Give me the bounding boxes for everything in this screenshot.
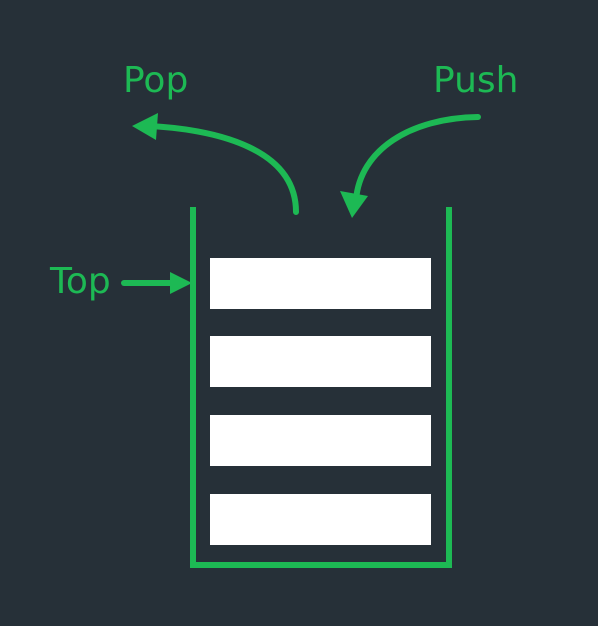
pop-label: Pop bbox=[123, 60, 188, 101]
stack-item bbox=[210, 415, 431, 466]
pop-arrowhead-icon bbox=[132, 113, 158, 140]
stack-item bbox=[210, 336, 431, 387]
stack-container bbox=[190, 207, 452, 568]
stack-item bbox=[210, 258, 431, 309]
push-arrow bbox=[353, 114, 481, 203]
push-arrowhead-icon bbox=[340, 191, 368, 218]
push-label: Push bbox=[433, 60, 518, 101]
stack-item bbox=[210, 494, 431, 545]
pop-arrow bbox=[147, 123, 299, 215]
top-label: Top bbox=[49, 261, 111, 302]
top-pointer-arrowhead-icon bbox=[170, 272, 192, 294]
